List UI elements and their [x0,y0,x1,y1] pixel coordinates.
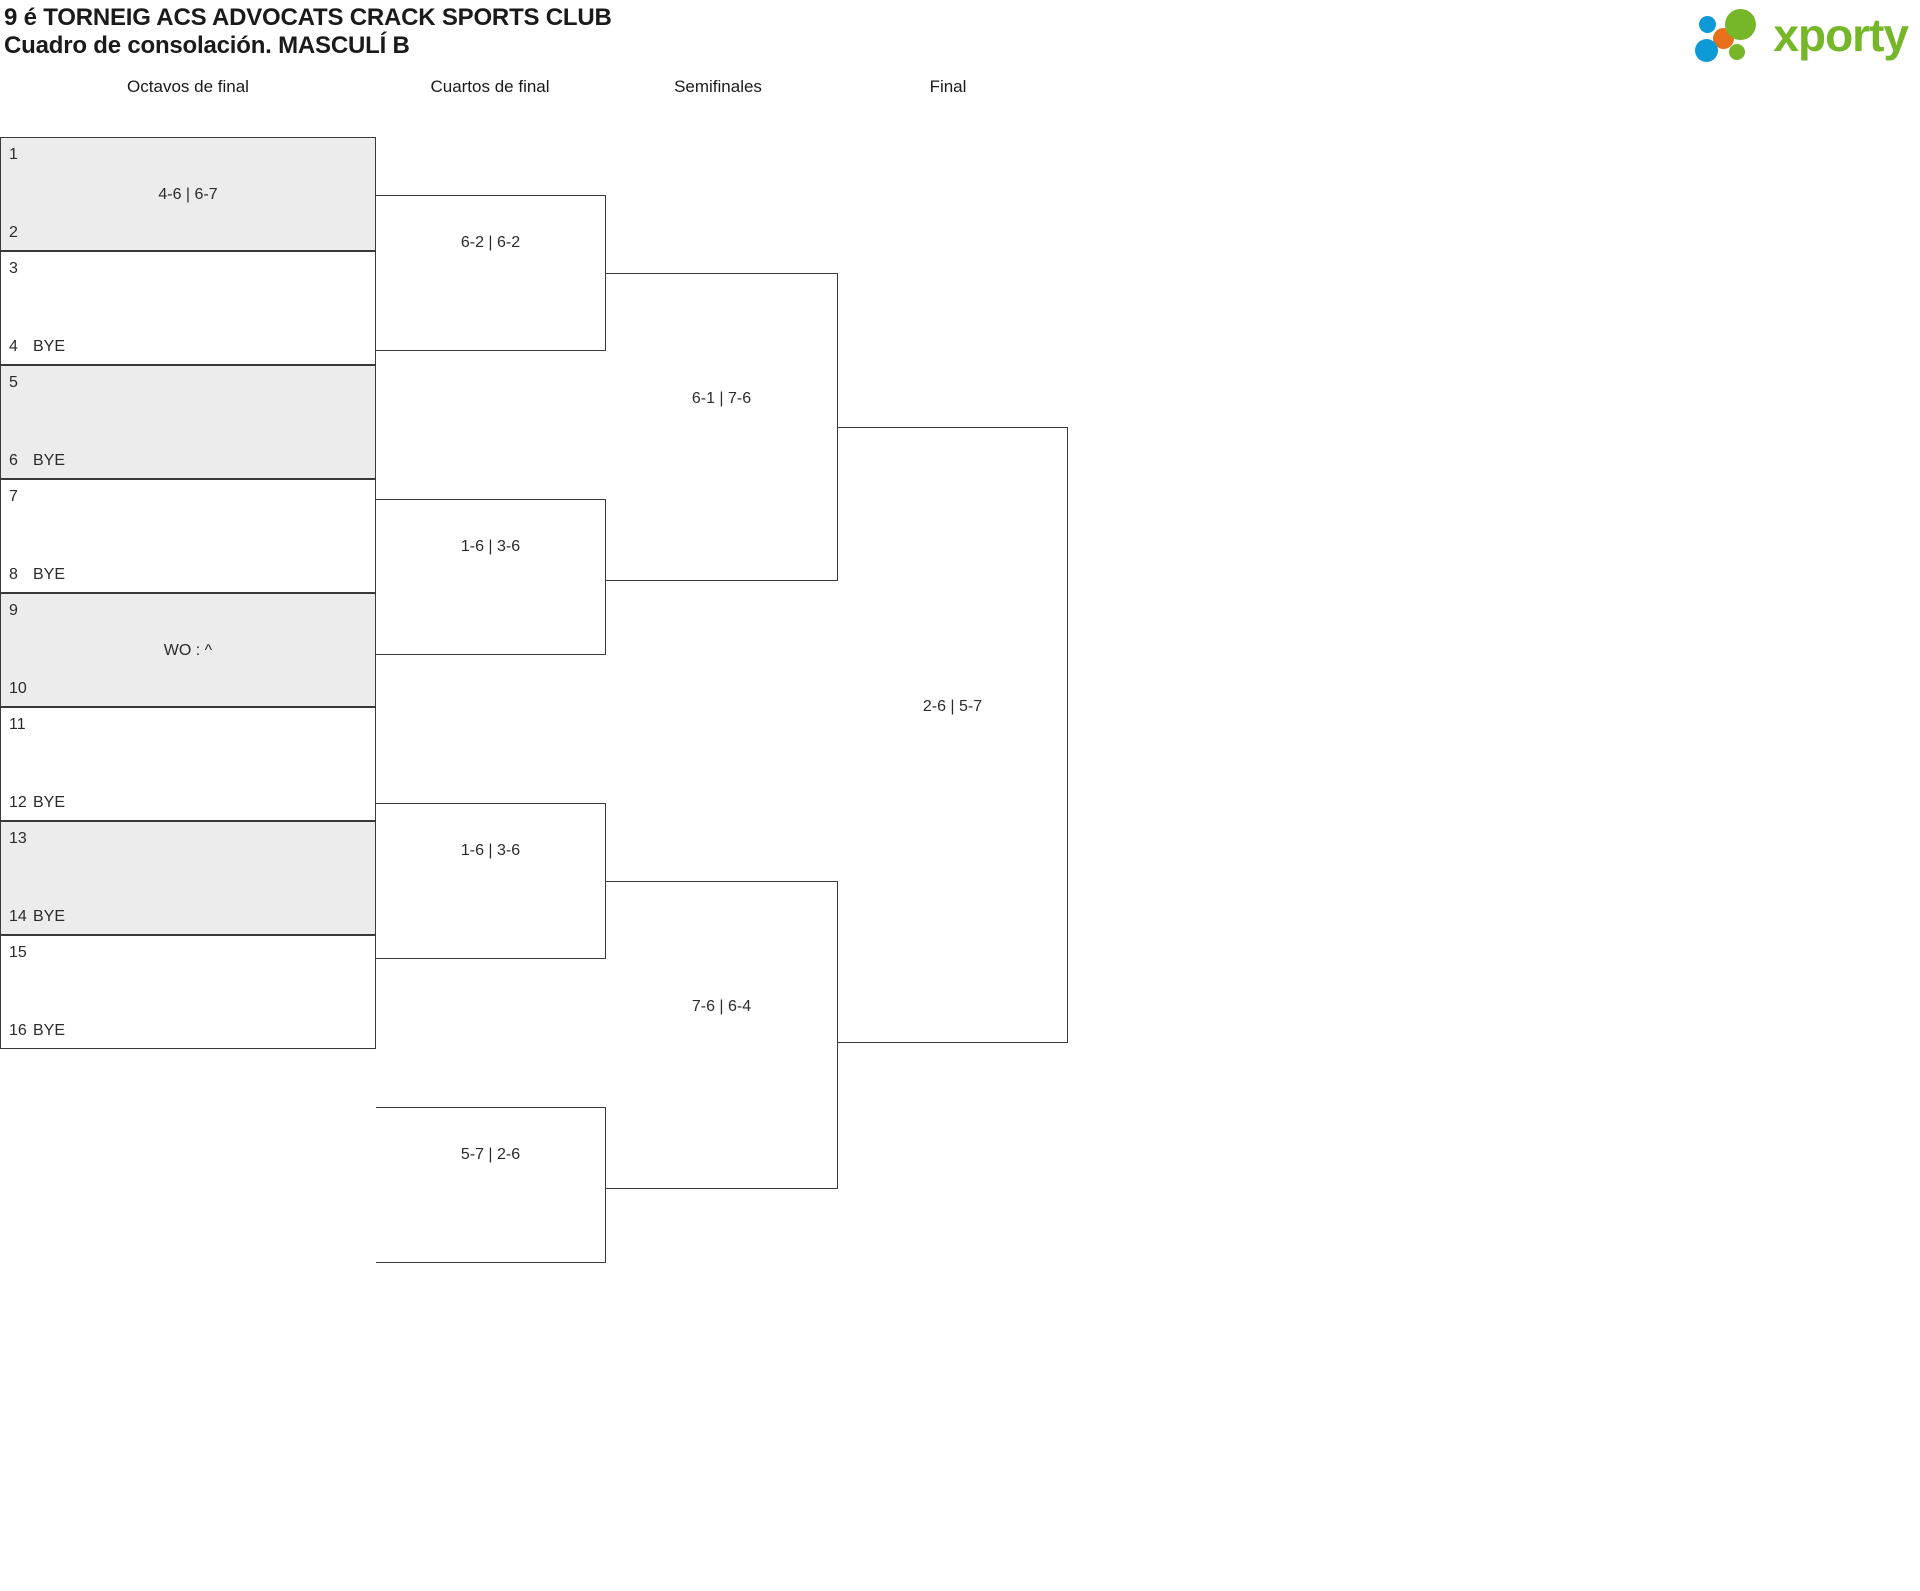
page-title: 9 é TORNEIG ACS ADVOCATS CRACK SPORTS CL… [4,4,1204,60]
seed-number: 2 [9,224,18,241]
player-slot-top: 1 [9,146,33,164]
match-score: 5-7 | 2-6 [460,1146,521,1163]
match-box-final[interactable]: 2-6 | 5-7 [838,427,1068,1043]
seed-number: 7 [9,488,18,505]
player-slot-bottom: 6 BYE [9,452,65,470]
match-box-r1-1[interactable]: 1 4-6 | 6-7 2 [0,137,376,251]
player-slot-top: 9 [9,602,33,620]
round-header-final: Final [929,77,967,96]
logo-dot-green-small [1729,44,1746,60]
match-score: 1-6 | 3-6 [460,538,521,555]
seed-number: 11 [9,716,26,733]
logo-dot-blue-small [1699,16,1717,33]
xporty-logo: xporty [1693,4,1909,66]
round-header-semifinales: Semifinales [674,77,762,96]
match-box-r1-5[interactable]: 9 WO : ^ 10 [0,593,376,707]
player-name: BYE [33,794,66,811]
player-slot-bottom: 10 [9,680,33,698]
seed-number: 16 [9,1022,27,1039]
draw-subtitle: Cuadro de consolación. MASCULÍ B [4,32,410,59]
player-slot-top: 5 [9,374,33,392]
match-box-r2-2[interactable]: 1-6 | 3-6 [376,499,606,655]
player-name: BYE [33,452,66,469]
player-slot-top: 3 [9,260,33,278]
player-slot-bottom: 14 BYE [9,908,65,926]
tournament-title: 9 é TORNEIG ACS ADVOCATS CRACK SPORTS CL… [4,4,612,31]
seed-number: 3 [9,260,18,277]
match-score: WO : ^ [163,642,213,659]
seed-number: 12 [9,794,27,811]
seed-number: 15 [9,944,27,961]
seed-number: 13 [9,830,27,847]
match-box-r2-3[interactable]: 1-6 | 3-6 [376,803,606,959]
match-score: 6-1 | 7-6 [691,390,752,407]
match-box-r1-7[interactable]: 13 14 BYE [0,821,376,935]
player-name: BYE [33,908,66,925]
match-box-r1-3[interactable]: 5 6 BYE [0,365,376,479]
match-box-r2-4[interactable]: 5-7 | 2-6 [376,1107,606,1263]
match-score: 4-6 | 6-7 [158,186,218,203]
round-header-octavos: Octavos de final [127,77,249,96]
match-score: 7-6 | 6-4 [691,998,752,1015]
seed-number: 8 [9,566,18,583]
match-box-r1-4[interactable]: 7 8 BYE [0,479,376,593]
player-slot-top: 13 [9,830,33,848]
player-slot-top: 11 [9,716,33,734]
logo-wordmark: xporty [1773,9,1909,61]
player-name: BYE [33,338,66,355]
match-score: 2-6 | 5-7 [922,698,983,715]
logo-dots-icon [1693,6,1771,64]
seed-number: 6 [9,452,18,469]
match-box-r1-8[interactable]: 15 16 BYE [0,935,376,1049]
logo-dot-green-large [1725,9,1757,40]
player-slot-bottom: 16 BYE [9,1022,65,1040]
seed-number: 9 [9,602,18,619]
logo-dot-blue-large [1695,39,1719,62]
match-score: 6-2 | 6-2 [460,234,521,251]
match-box-r2-1[interactable]: 6-2 | 6-2 [376,195,606,351]
player-name: BYE [33,566,66,583]
player-slot-bottom: 4 BYE [9,338,65,356]
round-header-cuartos: Cuartos de final [430,77,550,96]
match-box-r3-1[interactable]: 6-1 | 7-6 [606,273,838,581]
player-slot-bottom: 12 BYE [9,794,65,812]
player-slot-bottom: 2 [9,224,33,242]
seed-number: 4 [9,338,18,355]
player-slot-top: 15 [9,944,33,962]
seed-number: 5 [9,374,18,391]
player-slot-bottom: 8 BYE [9,566,65,584]
match-box-r1-2[interactable]: 3 4 BYE [0,251,376,365]
seed-number: 1 [9,146,18,163]
match-box-r1-6[interactable]: 11 12 BYE [0,707,376,821]
player-name: BYE [33,1022,66,1039]
seed-number: 14 [9,908,27,925]
seed-number: 10 [9,680,27,697]
match-score: 1-6 | 3-6 [460,842,521,859]
match-box-r3-2[interactable]: 7-6 | 6-4 [606,881,838,1189]
player-slot-top: 7 [9,488,33,506]
